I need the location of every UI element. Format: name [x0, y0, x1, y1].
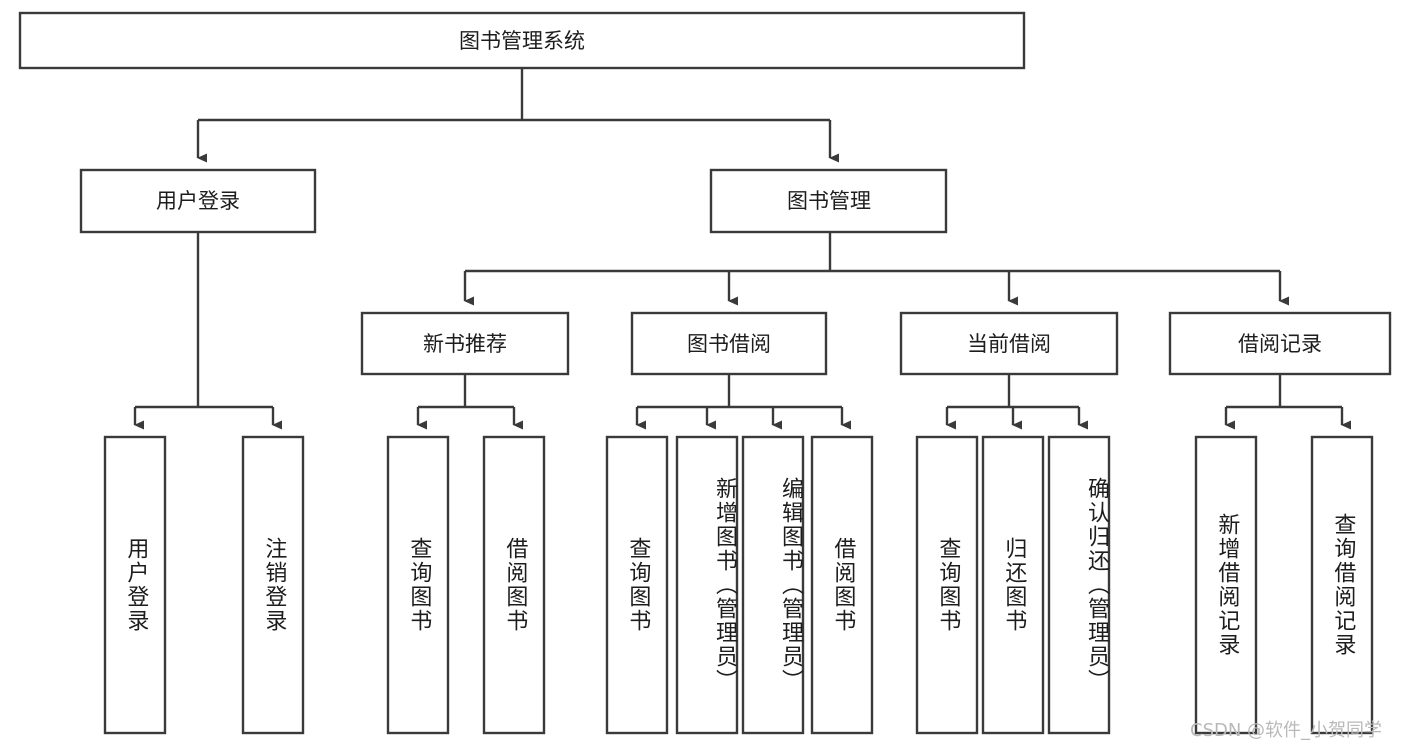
- leaf-label-return-book: 归还图书: [1001, 537, 1027, 633]
- node-book-borrow[interactable]: 图书借阅: [630, 311, 828, 376]
- leaf-box-confirm-return-admin[interactable]: [1047, 435, 1111, 735]
- leaf-box-query-borrow-record[interactable]: [1310, 435, 1374, 735]
- node-user-login-box: [79, 168, 317, 234]
- leaf-box-return-book[interactable]: [981, 435, 1045, 735]
- node-new-book-recommend-box: [360, 311, 570, 376]
- leaf-label-user-login: 用户登录: [123, 537, 149, 633]
- leaf-label-query-borrow-record: 查询借阅记录: [1330, 513, 1356, 657]
- node-new-book-recommend[interactable]: 新书推荐: [360, 311, 570, 376]
- leaf-box-add-book-admin[interactable]: [675, 435, 739, 735]
- leaf-label-borrow-book: 借阅图书: [830, 537, 856, 633]
- leaf-box-query-books-new[interactable]: [386, 435, 450, 735]
- leaf-box-query-books-current[interactable]: [915, 435, 979, 735]
- leaf-label-confirm-return-admin: 确认归还（管理员）: [1084, 477, 1109, 693]
- leaf-box-query-books-borrow[interactable]: [605, 435, 669, 735]
- node-borrow-records-label: 借阅记录: [1238, 332, 1322, 356]
- connector-group: [133, 68, 1351, 430]
- node-root[interactable]: 图书管理系统: [18, 11, 1026, 70]
- node-book-management[interactable]: 图书管理: [709, 168, 948, 234]
- leaf-box-group: [103, 435, 1374, 735]
- csdn-watermark: CSDN @软件_小贺同学: [1190, 720, 1383, 741]
- node-book-borrow-box: [630, 311, 828, 376]
- node-current-borrow[interactable]: 当前借阅: [899, 311, 1119, 376]
- node-new-book-recommend-label: 新书推荐: [423, 332, 507, 356]
- node-root-box: [18, 11, 1026, 70]
- leaf-box-borrow-books-new[interactable]: [482, 435, 546, 735]
- node-user-login-label: 用户登录: [156, 189, 240, 213]
- node-borrow-records-box: [1168, 311, 1392, 376]
- leaf-label-query-books-current: 查询图书: [935, 537, 961, 633]
- leaf-label-query-books-borrow: 查询图书: [625, 537, 651, 633]
- leaf-box-add-borrow-record[interactable]: [1194, 435, 1258, 735]
- node-root-label: 图书管理系统: [459, 29, 585, 53]
- node-current-borrow-box: [899, 311, 1119, 376]
- node-current-borrow-label: 当前借阅: [967, 332, 1051, 356]
- leaf-box-user-login[interactable]: [103, 435, 167, 735]
- leaf-label-logout: 注销登录: [261, 537, 287, 633]
- leaf-label-add-borrow-record: 新增借阅记录: [1214, 513, 1240, 657]
- node-book-borrow-label: 图书借阅: [687, 332, 771, 356]
- leaf-label-add-book-admin: 新增图书（管理员）: [712, 477, 737, 693]
- node-book-management-box: [709, 168, 948, 234]
- leaf-box-logout[interactable]: [241, 435, 305, 735]
- leaf-box-borrow-book[interactable]: [810, 435, 874, 735]
- leaf-box-edit-book-admin[interactable]: [741, 435, 805, 735]
- leaf-label-query-books-new: 查询图书: [406, 537, 432, 633]
- leaf-label-edit-book-admin: 编辑图书（管理员）: [778, 477, 803, 693]
- node-borrow-records[interactable]: 借阅记录: [1168, 311, 1392, 376]
- node-user-login[interactable]: 用户登录: [79, 168, 317, 234]
- node-book-management-label: 图书管理: [787, 189, 871, 213]
- leaf-label-borrow-books-new: 借阅图书: [502, 537, 528, 633]
